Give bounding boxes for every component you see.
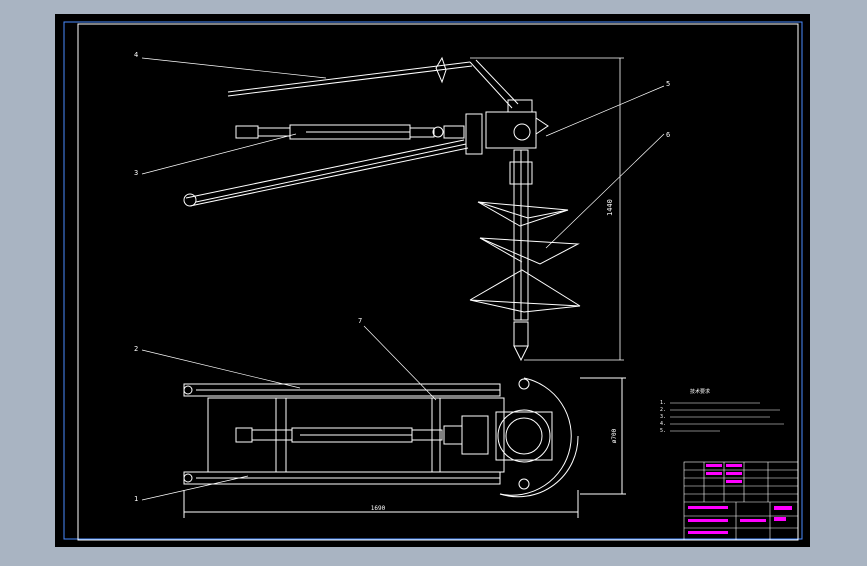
balloon-4: 4 — [134, 51, 138, 59]
height-dimension-text: 1440 — [606, 199, 614, 216]
balloon-3: 3 — [134, 169, 138, 177]
balloon-1: 1 — [134, 495, 138, 503]
title-block — [683, 461, 799, 541]
height-dimension — [470, 57, 624, 361]
tech-req-item: 1. — [660, 400, 666, 406]
balloon-6: 6 — [666, 131, 670, 139]
leader-lines — [141, 57, 665, 501]
tech-req-item: 3. — [660, 414, 666, 420]
balloon-2: 2 — [134, 345, 138, 353]
inner-border — [77, 23, 799, 541]
outer-border — [63, 21, 803, 540]
elevation-view — [183, 56, 581, 362]
balloon-5: 5 — [666, 80, 670, 88]
balloon-7: 7 — [358, 317, 362, 325]
plan-view — [183, 377, 626, 518]
tech-req-title: 技术要求 — [690, 388, 710, 395]
title-block-fills — [688, 464, 792, 534]
tech-req-item: 5. — [660, 428, 666, 434]
tech-req-item: 2. — [660, 407, 666, 413]
balloon-labels: 4 3 2 1 7 5 6 — [134, 51, 670, 503]
width-dimension-text: 1690 — [371, 505, 386, 512]
technical-requirements: 技术要求 1. 2. 3. 4. 5. — [660, 388, 710, 434]
tech-req-item: 4. — [660, 421, 666, 427]
tech-req-lines — [670, 402, 784, 432]
diameter-dimension-text: ø700 — [611, 428, 618, 443]
